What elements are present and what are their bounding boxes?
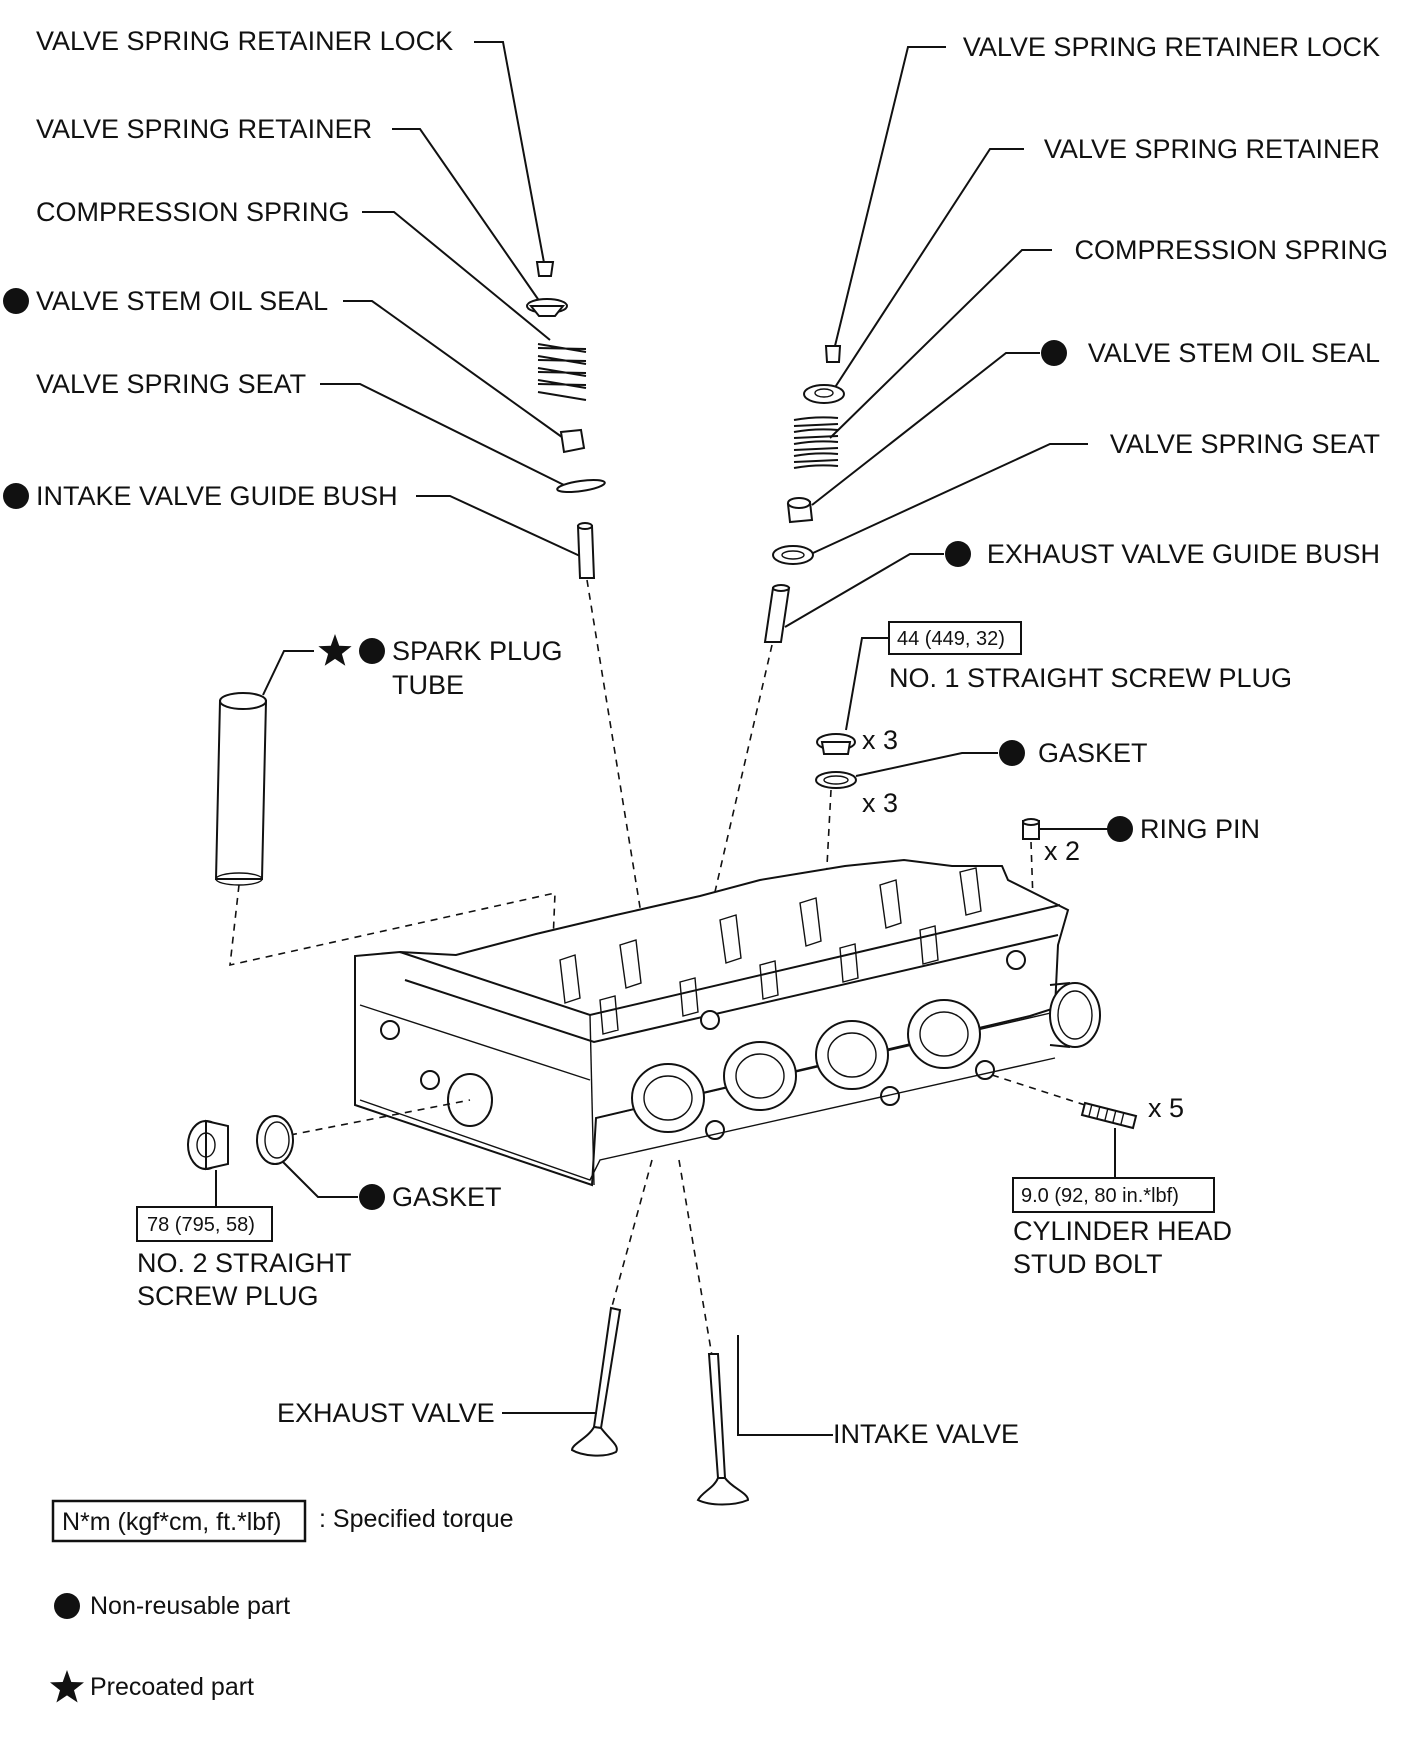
torque-no1-plug: 44 (449, 32): [897, 628, 1005, 650]
non-reusable-mark: [359, 1184, 385, 1210]
qty-stud-bolt: x 5: [1148, 1093, 1184, 1123]
non-reusable-mark: [945, 541, 971, 567]
label-right-spring-seat: VALVE SPRING SEAT: [1110, 429, 1380, 459]
right-stem-oil-seal-part: [786, 497, 814, 524]
left-retainer-lock-part: [535, 261, 555, 277]
torque-box-no1-plug: [888, 621, 1022, 655]
non-reusable-mark: [359, 638, 385, 664]
label-exhaust-guide-bush: EXHAUST VALVE GUIDE BUSH: [987, 539, 1380, 569]
label-right-stem-oil-seal: VALVE STEM OIL SEAL: [1088, 338, 1380, 368]
label-right-compression-spring: COMPRESSION SPRING: [1074, 235, 1388, 265]
legend-torque-unit: N*m (kgf*cm, ft.*lbf): [62, 1508, 281, 1536]
label-intake-guide-bush: INTAKE VALVE GUIDE BUSH: [36, 481, 398, 511]
label-spark-plug-tube-2: TUBE: [392, 670, 464, 700]
qty-gasket-right: x 3: [862, 788, 898, 818]
left-stem-oil-seal-part: [559, 428, 586, 454]
qty-no1-plug: x 3: [862, 725, 898, 755]
gasket-left-part: [256, 1115, 294, 1165]
legend-torque-desc: : Specified torque: [319, 1505, 514, 1533]
label-right-retainer: VALVE SPRING RETAINER: [1044, 134, 1380, 164]
spark-plug-tube: [214, 692, 268, 886]
right-retainer-lock-part: [824, 345, 842, 363]
legend-non-reusable-icon: [54, 1593, 80, 1619]
label-no2-plug-1: NO. 2 STRAIGHT: [137, 1248, 352, 1278]
right-retainer-part: [803, 384, 845, 404]
label-spark-plug-tube-1: SPARK PLUG: [392, 636, 563, 666]
label-exhaust-valve: EXHAUST VALVE: [277, 1398, 495, 1428]
label-intake-valve: INTAKE VALVE: [833, 1419, 1019, 1449]
exhaust-guide-bush-part: [763, 584, 791, 643]
left-spring-seat-part: [556, 479, 606, 493]
label-no2-plug-2: SCREW PLUG: [137, 1281, 319, 1311]
torque-box-no2-plug: [136, 1206, 273, 1242]
right-spring-seat-part: [772, 545, 814, 565]
gasket-right-part: [815, 771, 857, 789]
label-left-retainer-lock: VALVE SPRING RETAINER LOCK: [36, 26, 453, 56]
no2-straight-screw-plug-part: [187, 1119, 229, 1171]
legend-precoated-star-icon: [50, 1670, 84, 1703]
label-stud-bolt-2: STUD BOLT: [1013, 1249, 1163, 1279]
precoated-star-mark: [318, 634, 352, 666]
right-compression-spring-part: [793, 416, 839, 469]
cylinder-head-body: [354, 858, 1101, 1187]
label-gasket-right: GASKET: [1038, 738, 1148, 768]
non-reusable-mark: [999, 740, 1025, 766]
intake-valve-part: [696, 1353, 750, 1506]
label-left-compression-spring: COMPRESSION SPRING: [36, 197, 350, 227]
stud-bolt-part: [1080, 1101, 1138, 1130]
label-left-stem-oil-seal: VALVE STEM OIL SEAL: [36, 286, 328, 316]
legend-non-reusable-text: Non-reusable part: [90, 1592, 290, 1620]
label-gasket-left: GASKET: [392, 1182, 502, 1212]
qty-ring-pin: x 2: [1044, 836, 1080, 866]
intake-guide-bush-part: [576, 522, 596, 579]
legend-torque-box: [51, 1499, 307, 1543]
label-ring-pin: RING PIN: [1140, 814, 1260, 844]
exhaust-valve-part: [570, 1306, 622, 1457]
torque-stud-bolt: 9.0 (92, 80 in.*lbf): [1021, 1185, 1179, 1207]
ring-pin-part: [1022, 818, 1040, 840]
non-reusable-mark: [3, 483, 29, 509]
non-reusable-mark: [1107, 816, 1133, 842]
torque-box-stud-bolt: [1012, 1177, 1215, 1213]
non-reusable-mark: [1041, 340, 1067, 366]
torque-no2-plug: 78 (795, 58): [147, 1214, 255, 1236]
label-stud-bolt-1: CYLINDER HEAD: [1013, 1216, 1232, 1246]
non-reusable-mark: [3, 288, 29, 314]
legend: N*m (kgf*cm, ft.*lbf) : Specified torque…: [50, 1499, 514, 1703]
label-left-spring-seat: VALVE SPRING SEAT: [36, 369, 306, 399]
legend-precoated-text: Precoated part: [90, 1673, 254, 1701]
label-right-retainer-lock: VALVE SPRING RETAINER LOCK: [963, 32, 1380, 62]
label-left-retainer: VALVE SPRING RETAINER: [36, 114, 372, 144]
left-retainer-part: [526, 298, 568, 317]
no1-straight-screw-plug-part: [816, 733, 856, 755]
label-no1-plug: NO. 1 STRAIGHT SCREW PLUG: [889, 663, 1292, 693]
left-compression-spring-part: [537, 343, 587, 401]
